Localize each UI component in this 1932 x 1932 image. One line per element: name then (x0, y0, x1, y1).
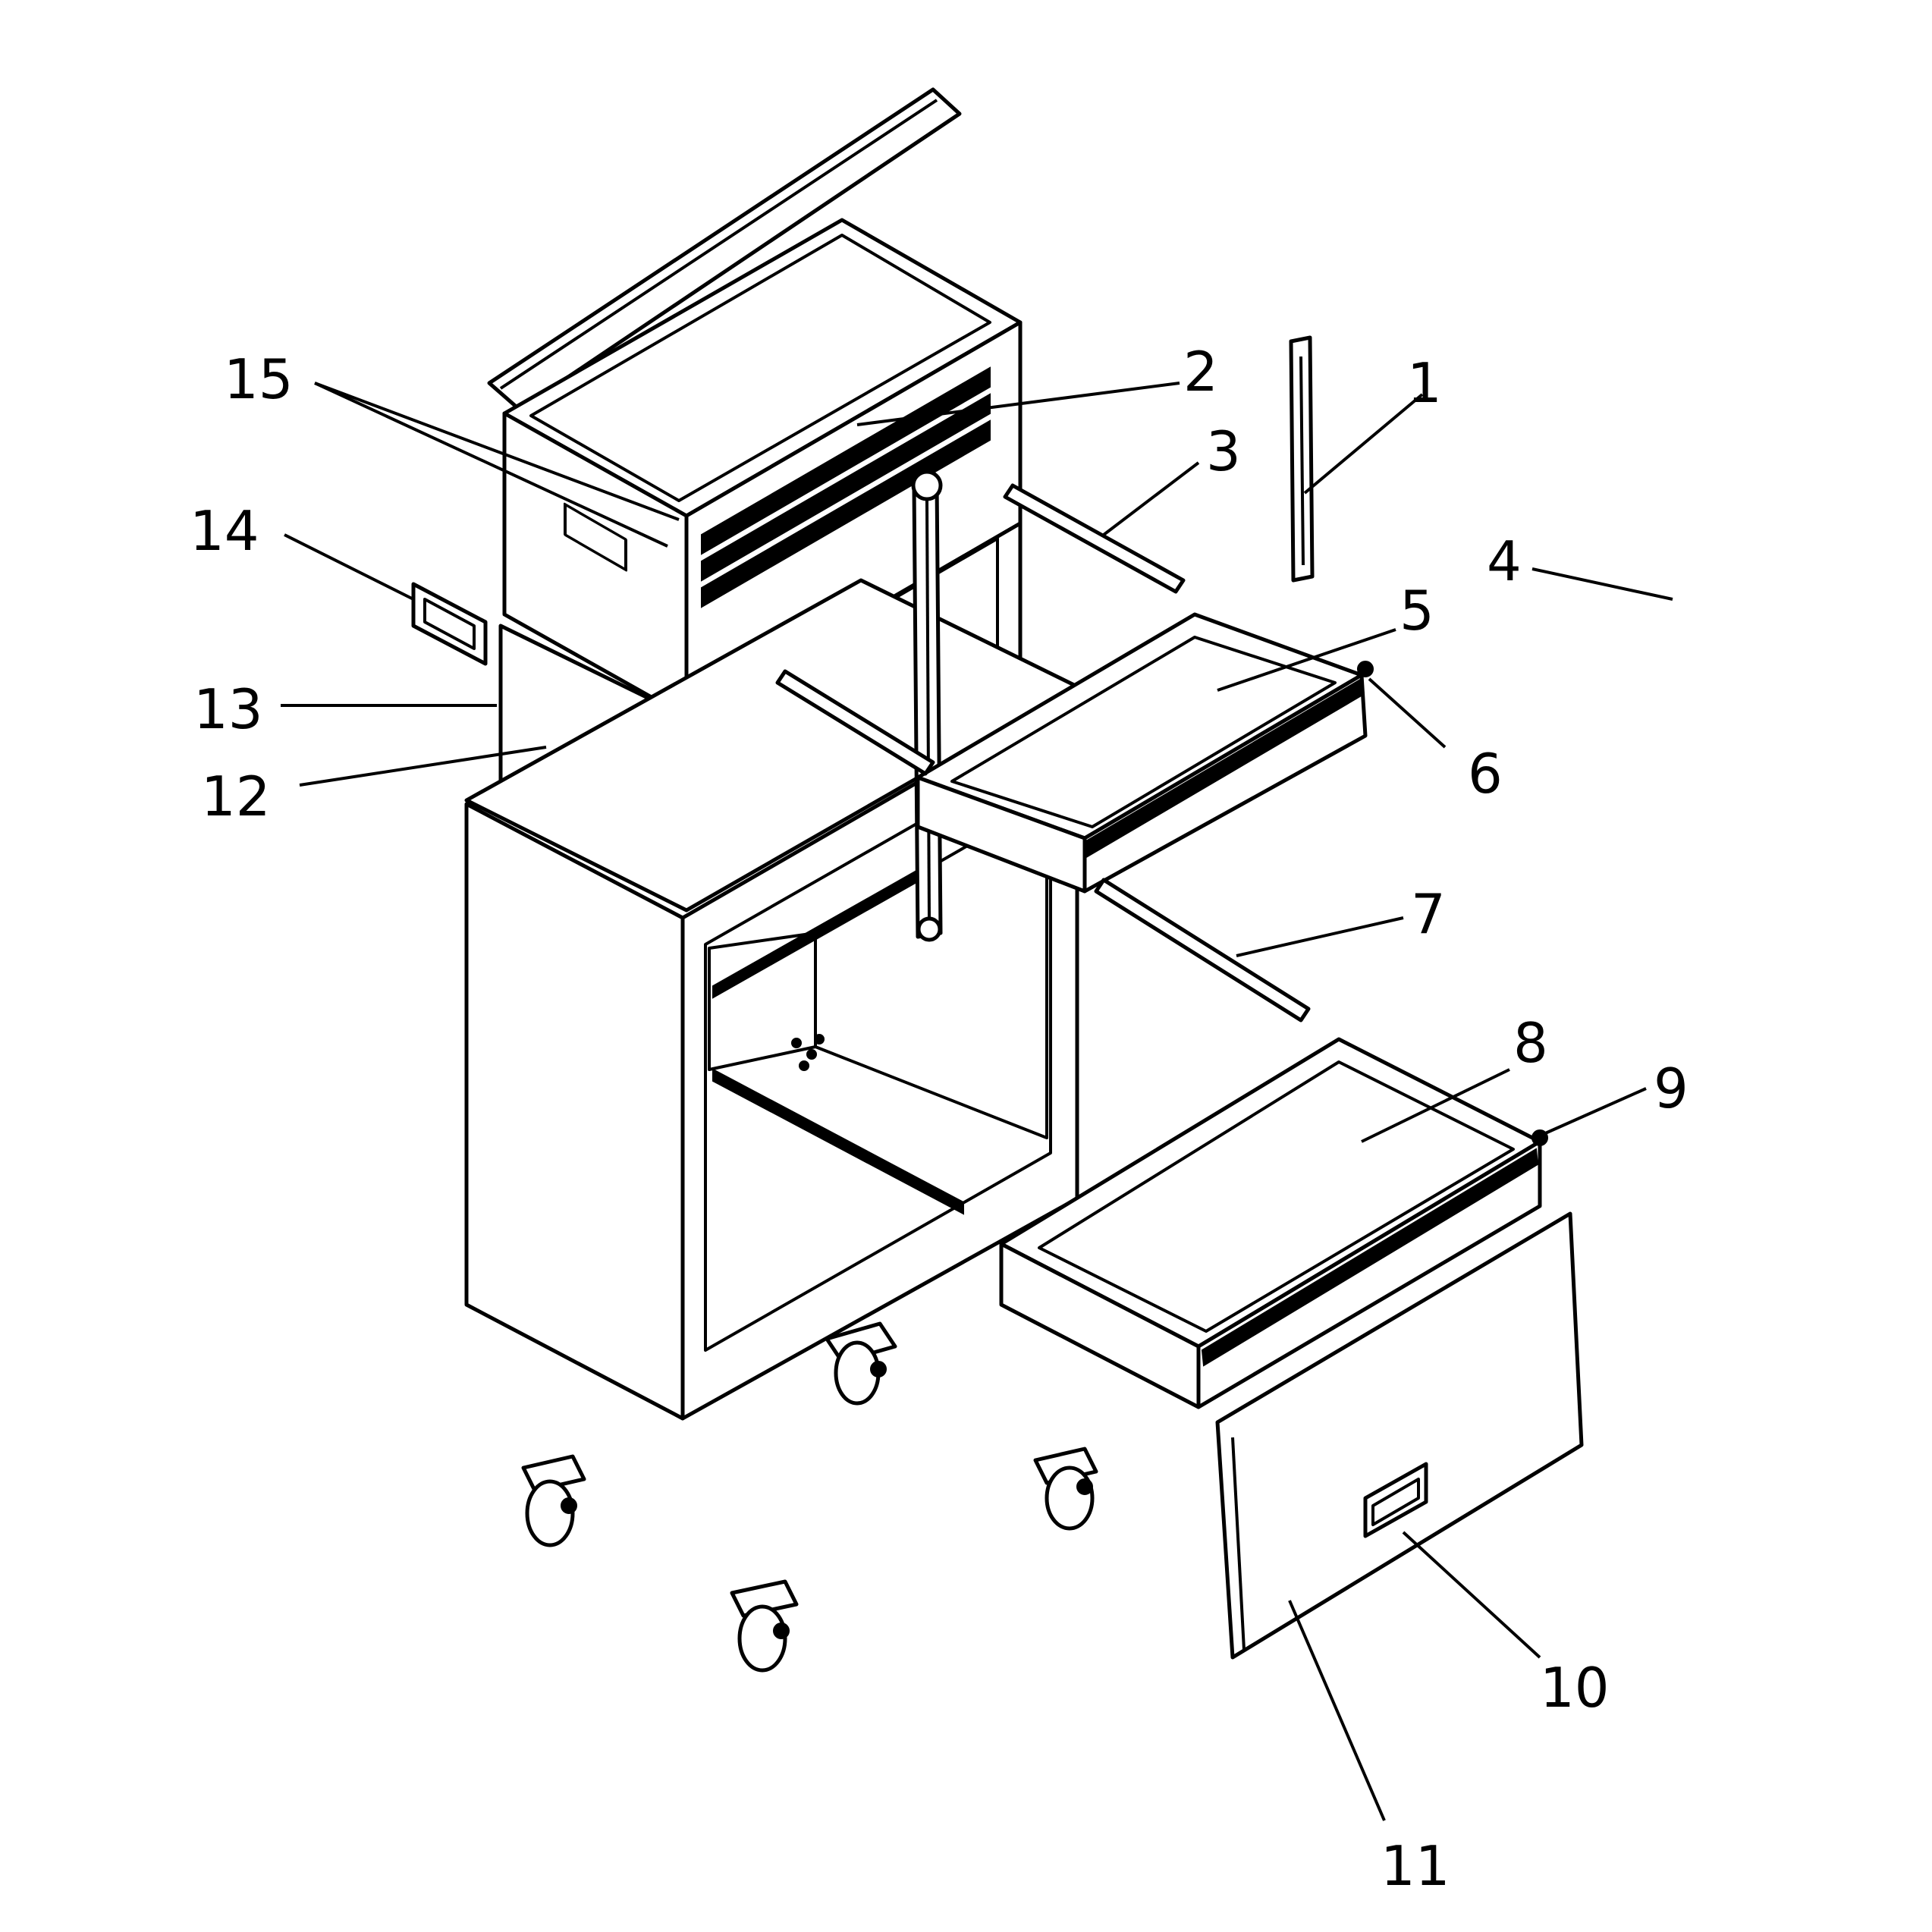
callout-12: 12 (201, 765, 271, 828)
callout-15: 15 (224, 347, 294, 411)
callout-4: 4 (1487, 529, 1522, 593)
callout-2: 2 (1183, 340, 1218, 404)
part-3-slide-rail (1003, 483, 1186, 594)
leader-4 (1531, 567, 1673, 601)
callout-8: 8 (1513, 1011, 1548, 1075)
drawer-door (1215, 1211, 1584, 1660)
callout-6: 6 (1468, 742, 1503, 806)
callout-3: 3 (1206, 419, 1241, 483)
caster-front (730, 1579, 799, 1673)
caster-right (1033, 1447, 1098, 1531)
part-7-slide-rail (1094, 878, 1311, 1023)
leader-7 (1236, 916, 1404, 957)
callout-9: 9 (1654, 1057, 1689, 1120)
chest-lid (487, 87, 962, 412)
callout-5: 5 (1400, 579, 1434, 642)
callout-10: 10 (1540, 1656, 1610, 1720)
leader-5 (1217, 628, 1396, 692)
leader-14 (284, 533, 414, 601)
leader-8 (1361, 1068, 1510, 1143)
leader-12 (299, 746, 547, 787)
leader-6 (1368, 677, 1447, 749)
lower-drawer (999, 1037, 1548, 1409)
leader-15b (314, 382, 668, 548)
leader-2 (856, 382, 1180, 426)
callout-7: 7 (1411, 882, 1446, 946)
callout-labels: 1 2 3 4 5 6 7 8 9 10 11 12 13 14 15 (190, 340, 1689, 1898)
leader-11 (1288, 1600, 1386, 1821)
leader-15a (314, 382, 680, 521)
part-14-side-handle (411, 582, 488, 666)
leader-10 (1402, 1531, 1541, 1659)
part-1-bar (1289, 335, 1315, 583)
leader-1 (1303, 393, 1424, 495)
upper-drawer-left-rail (775, 669, 935, 776)
caster-left (521, 1454, 586, 1547)
callout-11: 11 (1381, 1834, 1450, 1898)
leader-3 (1102, 461, 1200, 536)
caster-rear (825, 1321, 897, 1406)
cabinet-left-side (464, 802, 685, 1421)
callout-1: 1 (1407, 351, 1442, 415)
callout-14: 14 (190, 499, 259, 563)
upper-drawer (916, 612, 1374, 894)
leader-lines (281, 382, 1673, 1821)
casters (521, 1321, 1098, 1673)
part-4-rod (911, 470, 943, 942)
callout-13: 13 (193, 677, 263, 741)
leader-9 (1543, 1087, 1647, 1136)
